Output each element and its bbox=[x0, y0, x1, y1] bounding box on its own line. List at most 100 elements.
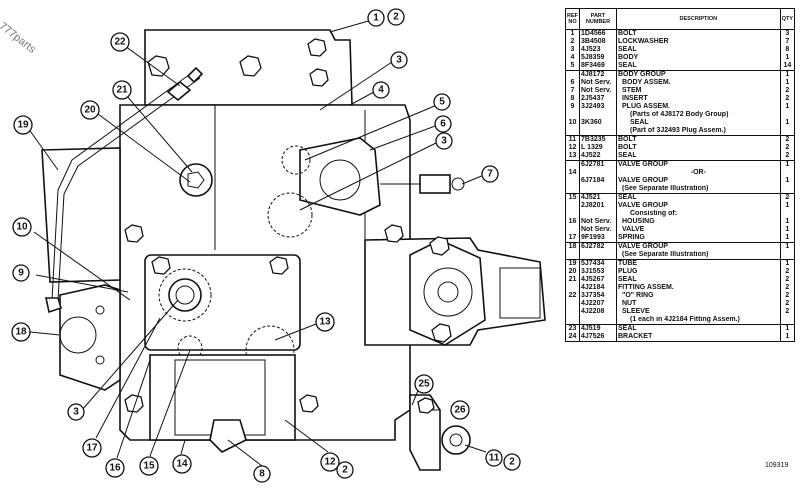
qty-cell: 2 bbox=[779, 268, 796, 276]
ref-cell bbox=[565, 177, 580, 185]
description-cell: INSERT bbox=[616, 95, 781, 103]
part-number-cell-text: 3B4508 bbox=[581, 38, 606, 45]
part-number-cell: 2J8201 bbox=[579, 202, 617, 210]
svg-text:15: 15 bbox=[143, 461, 155, 472]
ref-cell bbox=[565, 210, 580, 218]
description-cell: FITTING ASSEM. bbox=[616, 284, 781, 292]
part-number-cell: 5J7434 bbox=[579, 259, 617, 268]
part-number-cell-text: Not Serv. bbox=[581, 79, 612, 86]
ref-cell-text: 3 bbox=[570, 46, 575, 53]
ref-cell-text: 1 bbox=[570, 30, 575, 37]
qty-cell: 1 bbox=[779, 242, 796, 251]
ref-cell bbox=[565, 202, 580, 210]
qty-cell: 14 bbox=[779, 62, 796, 71]
svg-text:6: 6 bbox=[440, 119, 446, 130]
part-number-cell bbox=[579, 185, 617, 194]
part-number-cell: 4J2184 bbox=[579, 284, 617, 292]
description-cell-text: TUBE bbox=[618, 260, 638, 267]
callout: 18 bbox=[11, 322, 31, 342]
description-cell-text: SPRING bbox=[618, 234, 645, 241]
part-number-cell-text: 4J8172 bbox=[581, 71, 605, 78]
part-number-cell: 3J1553 bbox=[579, 268, 617, 276]
table-row: (1 each in 4J2184 Fitting Assem.) bbox=[565, 316, 796, 325]
part-number-cell bbox=[579, 251, 617, 260]
description-cell: Consisting of: bbox=[616, 210, 781, 218]
qty-cell: 7 bbox=[779, 38, 796, 46]
description-cell: VALVE GROUP bbox=[616, 202, 781, 210]
qty-cell bbox=[779, 169, 796, 177]
description-cell: SEAL bbox=[616, 276, 781, 284]
part-number-cell-text: 2J5437 bbox=[581, 95, 605, 102]
description-cell-text: BOLT bbox=[618, 144, 637, 151]
ref-cell bbox=[565, 251, 580, 260]
part-number-cell: 4J522 bbox=[579, 152, 617, 161]
qty-cell-text: 2 bbox=[785, 276, 790, 283]
description-cell: BODY bbox=[616, 54, 781, 62]
qty-cell-text: 1 bbox=[785, 333, 790, 340]
ref-cell: 14 bbox=[565, 169, 580, 177]
description-cell: SEAL bbox=[616, 119, 781, 127]
qty-cell bbox=[779, 210, 796, 218]
ref-cell bbox=[565, 70, 580, 79]
part-number-cell: 1D4566 bbox=[579, 29, 617, 38]
ref-cell-text: 7 bbox=[570, 87, 575, 94]
description-cell: VALVE GROUP bbox=[616, 160, 781, 169]
svg-text:10: 10 bbox=[16, 222, 28, 233]
part-number-cell: 4J2208 bbox=[579, 308, 617, 316]
description-cell-text: VALVE GROUP bbox=[618, 243, 668, 250]
ref-cell: 24 bbox=[565, 333, 580, 342]
svg-text:18: 18 bbox=[15, 327, 27, 338]
svg-text:14: 14 bbox=[176, 459, 188, 470]
svg-text:11: 11 bbox=[489, 453, 500, 464]
qty-cell: 1 bbox=[779, 160, 796, 169]
description-cell: TUBE bbox=[616, 259, 781, 268]
ref-cell-text: 21 bbox=[568, 276, 577, 283]
description-cell: NUT bbox=[616, 300, 781, 308]
description-cell-text: PLUG ASSEM. bbox=[622, 103, 670, 110]
ref-cell-text: 5 bbox=[570, 62, 575, 69]
qty-cell-text: 1 bbox=[785, 54, 790, 61]
description-cell: PLUG ASSEM. bbox=[616, 103, 781, 111]
qty-cell-text: 1 bbox=[785, 226, 790, 233]
description-cell-text: (See Separate Illustration) bbox=[622, 185, 709, 192]
description-cell-text: (1 each in 4J2184 Fitting Assem.) bbox=[630, 316, 740, 323]
qty-cell: 8 bbox=[779, 46, 796, 54]
ref-cell: 11 bbox=[565, 135, 580, 144]
ref-cell: 16 bbox=[565, 218, 580, 226]
ref-cell: 4 bbox=[565, 54, 580, 62]
description-cell-text: (See Separate Illustration) bbox=[622, 251, 709, 258]
description-cell: LOCKWASHER bbox=[616, 38, 781, 46]
callout: 2 bbox=[387, 8, 405, 26]
ref-cell bbox=[565, 127, 580, 136]
qty-cell bbox=[779, 185, 796, 194]
svg-text:3: 3 bbox=[441, 136, 447, 147]
part-number-cell: 3K360 bbox=[579, 119, 617, 127]
part-number-cell-text: 2J8201 bbox=[581, 202, 605, 209]
ref-cell-text: 9 bbox=[570, 103, 575, 110]
ref-cell: 9 bbox=[565, 103, 580, 111]
part-number-cell bbox=[579, 316, 617, 325]
leader-lines bbox=[27, 19, 487, 467]
description-cell-text: -OR- bbox=[690, 169, 706, 176]
description-cell: VALVE bbox=[616, 226, 781, 234]
svg-text:16: 16 bbox=[109, 463, 121, 474]
part-number-cell-text: 5J7434 bbox=[581, 260, 605, 267]
ref-cell bbox=[565, 308, 580, 316]
table-header-row: REF NO PART NUMBER DESCRIPTION QTY bbox=[565, 8, 796, 30]
description-cell: (Parts of 4J8172 Body Group) bbox=[616, 111, 781, 119]
description-cell-text: NUT bbox=[622, 300, 637, 307]
qty-cell: 1 bbox=[779, 54, 796, 62]
part-number-cell bbox=[579, 111, 617, 119]
description-cell-text: (Parts of 4J8172 Body Group) bbox=[630, 111, 729, 118]
ref-cell: 23 bbox=[565, 324, 580, 333]
callout: 22 bbox=[110, 32, 130, 52]
